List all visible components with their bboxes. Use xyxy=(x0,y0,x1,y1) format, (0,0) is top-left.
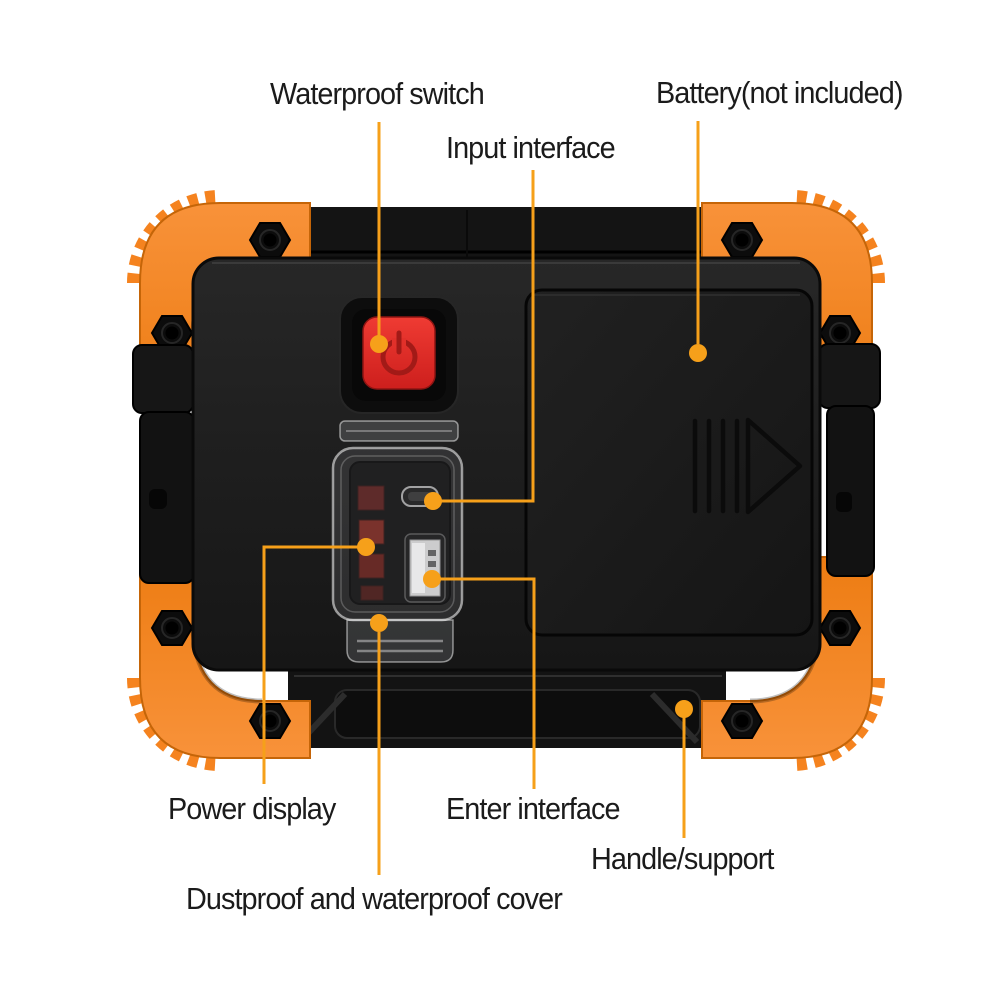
label-power-display: Power display xyxy=(168,791,336,826)
callout-dot-waterproof-switch xyxy=(370,335,388,353)
waterproof-clear-cover xyxy=(331,420,464,663)
callout-line-input-interface xyxy=(441,170,535,503)
callout-line-enter-interface xyxy=(440,577,536,789)
label-enter-interface: Enter interface xyxy=(446,791,620,826)
handle-housing xyxy=(288,650,726,748)
callout-dot-input-interface xyxy=(424,492,442,510)
callout-lines xyxy=(262,121,700,875)
side-bracket-left xyxy=(132,344,195,584)
light-housing-top-edge xyxy=(290,207,705,261)
label-dustproof-cover: Dustproof and waterproof cover xyxy=(186,881,563,916)
label-input-interface: Input interface xyxy=(446,130,616,165)
callout-dot-power-display xyxy=(357,538,375,556)
label-handle-support: Handle/support xyxy=(591,841,774,876)
power-switch xyxy=(339,296,459,414)
battery-cover-arrow xyxy=(745,417,803,515)
usb-a-port xyxy=(404,533,446,603)
callout-dot-battery xyxy=(689,344,707,362)
side-bracket-right xyxy=(818,343,881,577)
label-waterproof-switch: Waterproof switch xyxy=(270,76,485,111)
callout-dots xyxy=(357,335,707,718)
callout-line-power-display xyxy=(262,545,358,784)
callout-dot-dustproof-cover xyxy=(370,614,388,632)
callout-dot-enter-interface xyxy=(423,570,441,588)
cover-latch xyxy=(346,619,454,663)
callout-dot-handle-support xyxy=(675,700,693,718)
label-battery: Battery(not included) xyxy=(656,75,903,110)
battery-cover-grip-ridges xyxy=(692,418,740,514)
power-icon xyxy=(380,330,418,376)
battery-cover xyxy=(524,288,814,637)
